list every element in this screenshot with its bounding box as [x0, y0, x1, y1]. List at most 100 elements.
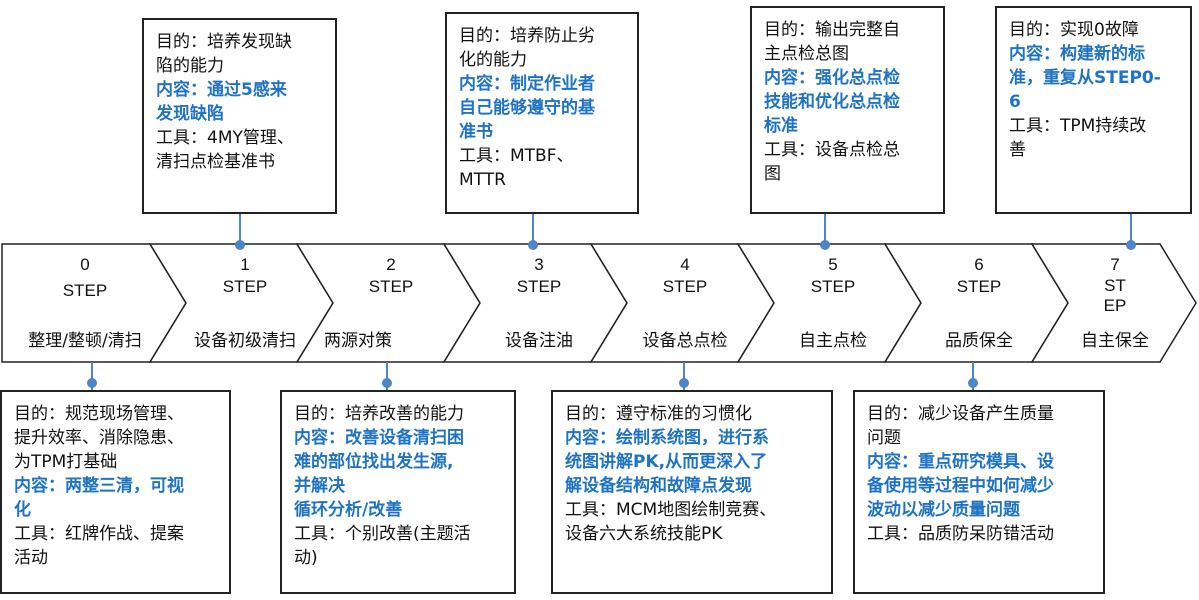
connector-step3: [532, 212, 534, 246]
connector-dot-step7: [1126, 240, 1136, 250]
content-line: 难的部位找出发生源,: [294, 452, 454, 472]
content-line: 准书: [459, 122, 493, 142]
text-line: 目的：遵守标准的习惯化: [565, 404, 752, 424]
connector-step7: [1130, 212, 1132, 246]
text-line: 工具：TPM持续改: [1009, 116, 1147, 136]
step-number: 2: [386, 255, 396, 274]
text-line: 工具：4MY管理、: [156, 128, 294, 148]
content-line: 内容：改善设备清扫困: [294, 428, 464, 448]
text-line: 善: [1009, 140, 1026, 160]
connector-dot-step1: [235, 240, 245, 250]
connector-dot-step3: [528, 240, 538, 250]
connector-dot-step6: [968, 378, 978, 388]
step-name: 设备总点检: [642, 331, 728, 351]
content-line: 自己能够遵守的基: [459, 98, 595, 118]
step-2: 2 STEP 两源对策: [300, 244, 482, 364]
step-word: STEP: [810, 277, 856, 296]
step2-detail-box: 目的：培养改善的能力内容：改善设备清扫困难的部位找出发生源,并解决循环分析/改善…: [280, 390, 516, 594]
text-line: 目的：培养发现缺: [156, 32, 292, 52]
text-line: MTTR: [459, 170, 506, 190]
connector-dot-step4: [679, 378, 689, 388]
content-line: 发现缺陷: [156, 104, 224, 124]
step-number: 6: [974, 255, 984, 274]
content-line: 解设备结构和故障点发现: [565, 476, 752, 496]
connector-step2: [386, 362, 388, 390]
step-word: ST EP: [1103, 276, 1127, 315]
step-word: STEP: [222, 277, 268, 296]
step-word: STEP: [368, 277, 414, 296]
step-name: 品质保全: [945, 331, 1013, 351]
text-line: 陷的能力: [156, 56, 224, 76]
step-4: 4 STEP 设备总点检: [600, 244, 770, 364]
step-1: 1 STEP 设备初级清扫: [165, 244, 325, 364]
content-line: 化: [14, 500, 31, 520]
connector-step1: [239, 212, 241, 246]
connector-dot-step2: [382, 378, 392, 388]
text-line: 工具：MTBF、: [459, 146, 574, 166]
step-number: 1: [240, 255, 250, 274]
content-line: 内容：绘制系统图，进行系: [565, 428, 769, 448]
content-line: 标准: [764, 116, 798, 136]
content-line: 内容：制定作业者: [459, 74, 595, 94]
step-word: STEP: [662, 277, 708, 296]
text-line: 提升效率、消除隐患、: [14, 428, 184, 448]
text-line: 设备六大系统技能PK: [565, 524, 723, 544]
content-line: 准，重复从STEP0-: [1009, 68, 1161, 88]
connector-step5: [824, 212, 826, 246]
text-line: 工具：品质防呆防错活动: [867, 524, 1054, 544]
text-line: 目的：规范现场管理、: [14, 404, 184, 424]
content-line: 内容：构建新的标: [1009, 44, 1145, 64]
text-line: 目的：减少设备产生质量: [867, 404, 1054, 424]
text-line: 工具：个别改善(主题活: [294, 524, 471, 544]
text-line: 工具：设备点检总: [764, 140, 900, 160]
text-line: 动): [294, 548, 318, 568]
step-number: 7: [1110, 255, 1120, 274]
content-line: 并解决: [294, 476, 345, 496]
step0-detail-box: 目的：规范现场管理、提升效率、消除隐患、为TPM打基础内容：两整三清，可视化工具…: [0, 390, 231, 594]
step1-detail-box: 目的：培养发现缺陷的能力内容：通过5感来发现缺陷工具：4MY管理、清扫点检基准书: [142, 18, 337, 214]
content-line: 统图讲解PK,从而更深入了: [565, 452, 768, 472]
step6-detail-box: 目的：减少设备产生质量问题内容：重点研究模具、设备使用等过程中如何减少波动以减少…: [853, 390, 1105, 594]
text-line: 目的：培养防止劣: [459, 26, 595, 46]
step-word: STEP: [956, 277, 1002, 296]
content-line: 备使用等过程中如何减少: [867, 476, 1054, 496]
content-line: 波动以减少质量问题: [867, 500, 1020, 520]
connector-step6: [972, 362, 974, 390]
connector-step4: [683, 362, 685, 390]
connector-step0: [91, 362, 93, 390]
connector-dot-step5: [820, 240, 830, 250]
step-name: 整理/整顿/清扫: [28, 331, 142, 351]
text-line: 化的能力: [459, 50, 527, 70]
step-number: 3: [534, 255, 544, 274]
step4-detail-box: 目的：遵守标准的习惯化内容：绘制系统图，进行系统图讲解PK,从而更深入了解设备结…: [551, 390, 833, 594]
text-line: 问题: [867, 428, 901, 448]
step-number: 4: [680, 255, 690, 274]
text-line: 清扫点检基准书: [156, 152, 275, 172]
step-name: 两源对策: [324, 331, 392, 351]
step-6: 6 STEP 品质保全: [894, 244, 1064, 364]
step-3: 3 STEP 设备注油: [456, 244, 622, 364]
text-line: 为TPM打基础: [14, 452, 118, 472]
step-name: 自主保全: [1081, 331, 1149, 351]
step-number: 0: [80, 255, 90, 274]
content-line: 内容：两整三清，可视: [14, 476, 184, 496]
step3-detail-box: 目的：培养防止劣化的能力内容：制定作业者自己能够遵守的基准书工具：MTBF、 MT…: [445, 12, 639, 214]
content-line: 技能和优化总点检: [764, 92, 900, 112]
content-line: 内容：重点研究模具、设: [867, 452, 1054, 472]
text-line: 目的：培养改善的能力: [294, 404, 464, 424]
step-number: 5: [828, 255, 838, 274]
content-line: 内容：通过5感来: [156, 80, 287, 100]
connector-dot-step0: [87, 378, 97, 388]
text-line: 目的：实现0故障: [1009, 20, 1139, 40]
text-line: 目的：输出完整自: [764, 20, 900, 40]
step-7: 7 ST EP 自主保全: [1050, 244, 1180, 364]
step5-detail-box: 目的：输出完整自主点检总图内容：强化总点检技能和优化总点检标准工具：设备点检总图: [750, 6, 945, 214]
text-line: 图: [764, 164, 781, 184]
step-word: STEP: [516, 277, 562, 296]
step-name: 设备初级清扫: [194, 331, 296, 351]
text-line: 工具：红牌作战、提案: [14, 524, 184, 544]
step-word: STEP: [62, 281, 108, 300]
step-0: 0 STEP 整理/整顿/清扫: [2, 244, 168, 364]
